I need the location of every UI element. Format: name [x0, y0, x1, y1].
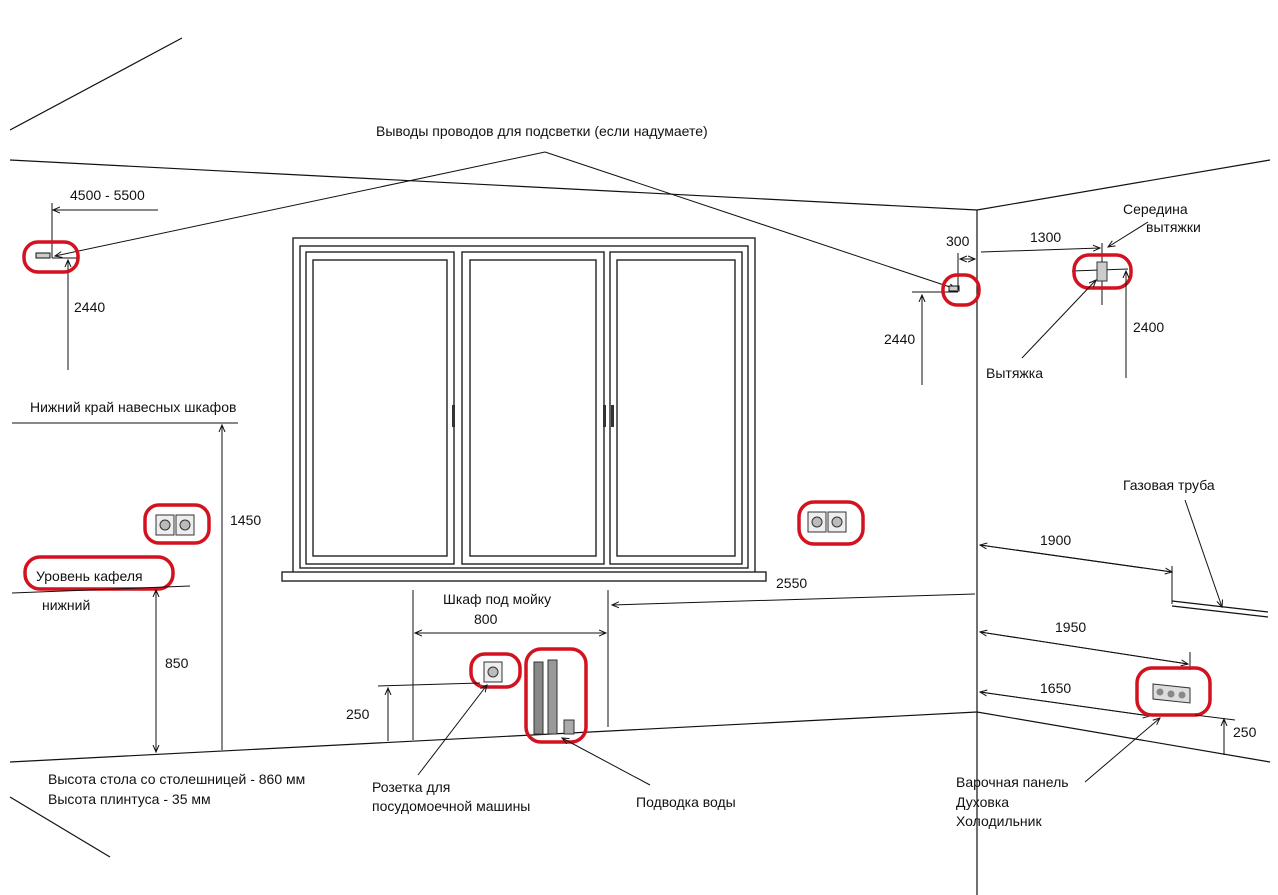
double-socket-middle — [807, 511, 847, 533]
highlight-dishwasher-socket — [469, 652, 522, 689]
highlight-hood — [1072, 253, 1133, 290]
window — [281, 237, 767, 582]
tile-level-sub: нижний — [42, 597, 90, 613]
highlight-left-outlet — [22, 240, 80, 274]
hood-middle-label-2: вытяжки — [1146, 219, 1201, 235]
dishwasher-socket-label-2: посудомоечной машины — [372, 798, 530, 814]
dim-2400: 2400 — [1133, 319, 1164, 335]
light-outlet-right — [948, 285, 960, 292]
dim-2550: 2550 — [776, 575, 807, 591]
dim-left-range: 4500 - 5500 — [70, 187, 145, 203]
dim-250-left: 250 — [346, 706, 370, 722]
dim-1450: 1450 — [230, 512, 261, 528]
hood-middle-label: Середина — [1123, 201, 1188, 217]
dim-850: 850 — [165, 655, 189, 671]
highlight-tile-level — [23, 555, 175, 591]
plinth-height-note: Высота плинтуса - 35 мм — [48, 791, 211, 807]
highlight-appliance-socket — [1135, 666, 1212, 717]
highlight-water-supply — [524, 647, 588, 744]
dim-250-right: 250 — [1233, 724, 1257, 740]
triple-socket-appliances — [1152, 683, 1191, 704]
dim-1650: 1650 — [1040, 680, 1071, 696]
dim-300: 300 — [946, 233, 970, 249]
highlight-right-outlet — [941, 273, 981, 307]
dim-1300: 1300 — [1030, 229, 1061, 245]
dim-800: 800 — [474, 611, 498, 627]
dishwasher-socket-label: Розетка для — [372, 779, 450, 795]
table-height-note: Высота стола со столешницей - 860 мм — [48, 771, 305, 787]
gas-pipe-label: Газовая труба — [1123, 477, 1215, 493]
dim-1900: 1900 — [1040, 532, 1071, 548]
hood-outlet — [1096, 261, 1108, 282]
tile-level-label: Уровень кафеля — [36, 568, 143, 584]
hood-label: Вытяжка — [986, 365, 1043, 381]
wire-outlets-label: Выводы проводов для подсветки (если наду… — [376, 123, 708, 139]
lower-cabinet-edge-label: Нижний край навесных шкафов — [30, 399, 236, 415]
light-outlet-left — [35, 252, 51, 259]
dim-right-2440: 2440 — [884, 331, 915, 347]
dim-1950: 1950 — [1055, 619, 1086, 635]
highlight-middle-socket — [797, 500, 865, 546]
water-pipes — [533, 659, 575, 735]
highlight-left-socket — [143, 503, 211, 545]
appliances-label-2: Духовка — [956, 794, 1009, 810]
appliances-label-3: Холодильник — [956, 813, 1042, 829]
double-socket-left — [155, 514, 195, 536]
sink-cabinet-label: Шкаф под мойку — [443, 591, 551, 607]
appliances-label-1: Варочная панель — [956, 774, 1069, 790]
water-supply-label: Подводка воды — [636, 794, 736, 810]
room-outline — [9, 37, 1271, 895]
dim-left-height: 2440 — [74, 299, 105, 315]
